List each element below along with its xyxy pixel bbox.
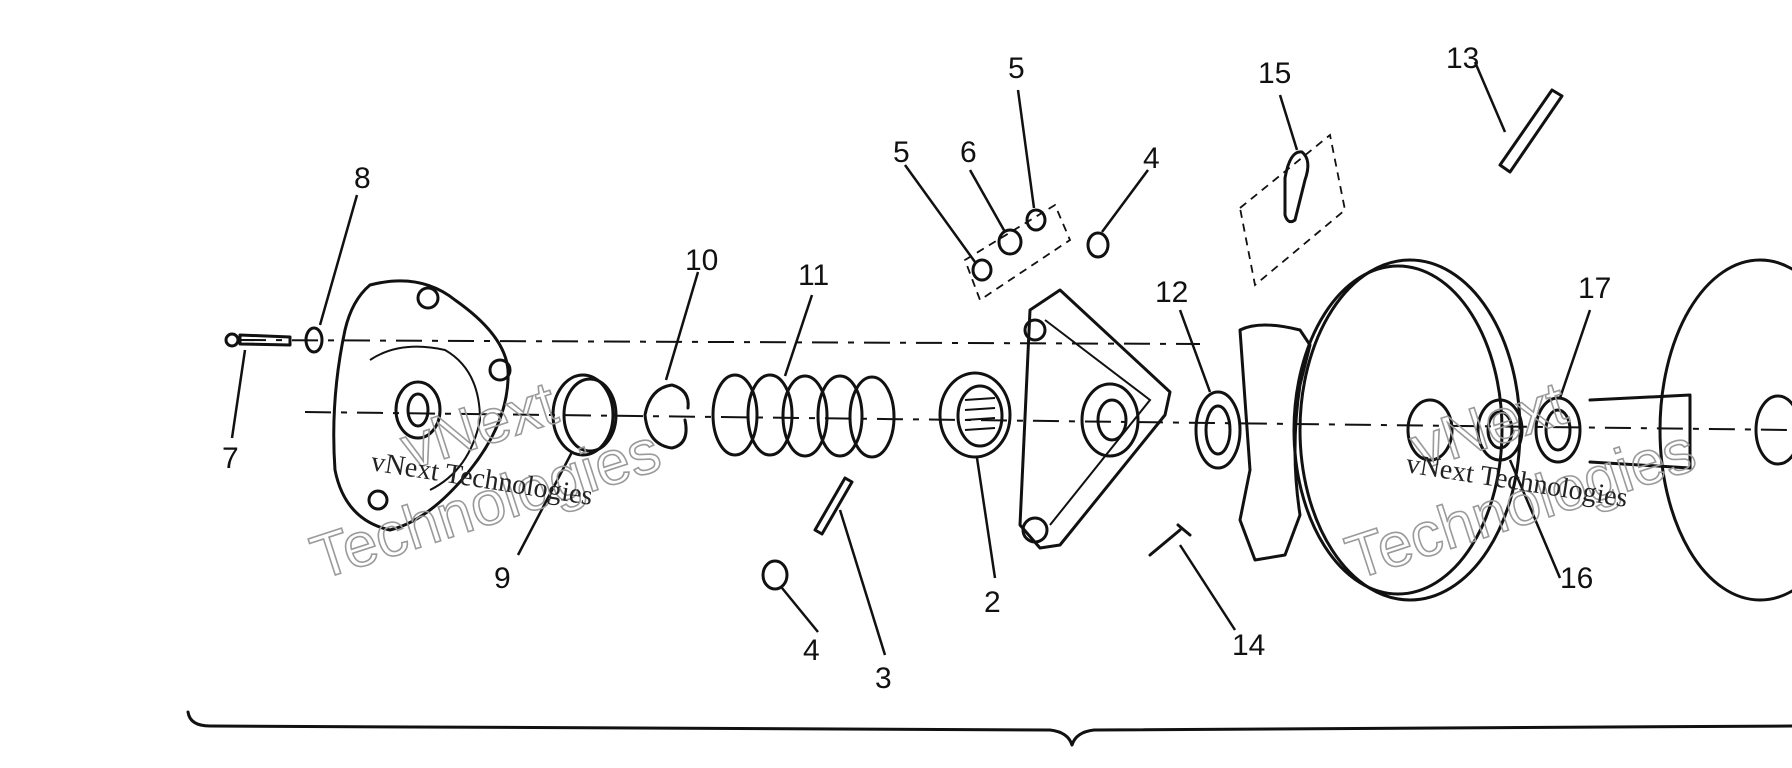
part-roller-set — [963, 203, 1072, 302]
leader-line — [1016, 89, 1036, 209]
callout-label: 3 — [875, 662, 892, 695]
leader-line — [1508, 459, 1562, 579]
callout-label: 2 — [984, 586, 1001, 619]
callout-label: 5 — [1008, 52, 1025, 85]
callout-label: 9 — [494, 562, 511, 595]
leader-line — [516, 451, 574, 556]
leader-line — [783, 294, 814, 377]
part-screw — [1148, 523, 1192, 557]
callout-label: 12 — [1155, 276, 1188, 309]
part-washer — [304, 326, 324, 354]
part-roller-lower — [761, 559, 789, 591]
leader-line — [1558, 309, 1592, 399]
part-fixed-sheave — [1588, 258, 1792, 602]
callout-label: 5 — [893, 136, 910, 169]
callout-label: 15 — [1258, 57, 1291, 90]
leader-line — [230, 349, 247, 439]
part-threaded-nut — [938, 371, 1012, 459]
callout-label: 13 — [1446, 42, 1479, 75]
part-spring — [711, 373, 896, 459]
leader-line — [664, 271, 700, 381]
callout-label: 16 — [1560, 562, 1593, 595]
part-roller-upper — [1086, 231, 1110, 259]
leader-line — [1100, 169, 1150, 233]
part-sheave-bushing — [1476, 398, 1524, 462]
upper-assembly-axis — [239, 339, 1201, 345]
callout-label: 7 — [222, 442, 239, 475]
part-bolt — [224, 332, 292, 348]
leader-line — [781, 587, 819, 633]
callout-label: 6 — [960, 136, 977, 169]
part-movable-sheave — [1238, 258, 1522, 602]
assembly-brace — [186, 710, 1792, 747]
leader-line — [838, 509, 887, 656]
part-bushing — [551, 373, 618, 457]
part-snap-ring — [643, 383, 690, 450]
part-spider — [1018, 288, 1172, 550]
leader-line — [1278, 94, 1299, 151]
part-shaft-pin — [1498, 88, 1564, 174]
callout-label: 17 — [1578, 272, 1611, 305]
leader-line — [318, 194, 359, 326]
leader-line — [1473, 61, 1507, 133]
callout-label: 10 — [685, 244, 718, 277]
leader-line — [903, 164, 977, 263]
leader-line — [1178, 544, 1237, 631]
callout-label: 14 — [1232, 629, 1265, 662]
part-retaining-nut — [1534, 396, 1582, 464]
leader-line — [1178, 309, 1212, 393]
part-pin — [813, 476, 854, 536]
callout-label: 4 — [803, 634, 820, 667]
callout-label: 4 — [1143, 142, 1160, 175]
callout-label: 11 — [798, 259, 829, 292]
callout-label: 8 — [354, 162, 371, 195]
leader-line — [975, 457, 997, 579]
part-spacer-washer — [1194, 390, 1242, 470]
leader-line — [968, 169, 1007, 233]
part-lever — [1239, 133, 1346, 287]
part-cover-plate — [332, 279, 512, 532]
